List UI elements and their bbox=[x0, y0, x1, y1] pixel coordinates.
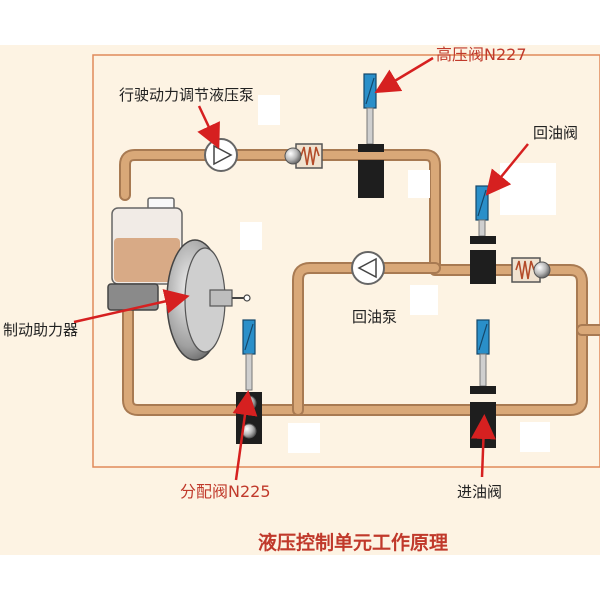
arrow-inlet bbox=[470, 414, 496, 478]
label-distribution-valve: 分配阀N225 bbox=[180, 482, 271, 501]
blank-inset bbox=[408, 170, 430, 198]
frame-border bbox=[92, 54, 600, 468]
label-pump: 行驶动力调节液压泵 bbox=[119, 86, 254, 104]
adjustment-pump bbox=[204, 138, 238, 172]
blank-inset bbox=[500, 163, 556, 215]
blank-inset bbox=[520, 422, 550, 452]
fluid-reservoir bbox=[111, 197, 183, 285]
distribution-valve bbox=[236, 319, 262, 444]
return-valve bbox=[470, 185, 496, 284]
high-pressure-valve bbox=[358, 73, 384, 198]
label-high-pressure-valve: 高压阀N227 bbox=[436, 45, 527, 64]
return-pump bbox=[351, 251, 385, 285]
arrow-return-valve bbox=[485, 143, 529, 196]
diagram-title: 液压控制单元工作原理 bbox=[258, 531, 448, 554]
arrow-distribution bbox=[232, 390, 258, 481]
callout-arrows bbox=[73, 56, 529, 481]
arrow-high-pressure bbox=[374, 56, 434, 94]
blank-inset bbox=[258, 95, 280, 125]
check-valve-right bbox=[511, 257, 551, 283]
blank-inset bbox=[410, 285, 438, 315]
label-return-valve: 回油阀 bbox=[533, 124, 578, 142]
arrow-booster bbox=[73, 289, 190, 324]
label-inlet-valve: 进油阀 bbox=[457, 483, 502, 501]
brake-booster bbox=[107, 239, 251, 361]
arrow-pump bbox=[197, 105, 220, 150]
check-valve-top bbox=[284, 143, 323, 169]
hydraulic-pipes bbox=[119, 149, 600, 416]
label-return-pump: 回油泵 bbox=[352, 308, 397, 326]
blank-inset bbox=[288, 423, 320, 453]
label-booster: 制动助力器 bbox=[3, 321, 78, 339]
blank-inset bbox=[240, 222, 262, 250]
